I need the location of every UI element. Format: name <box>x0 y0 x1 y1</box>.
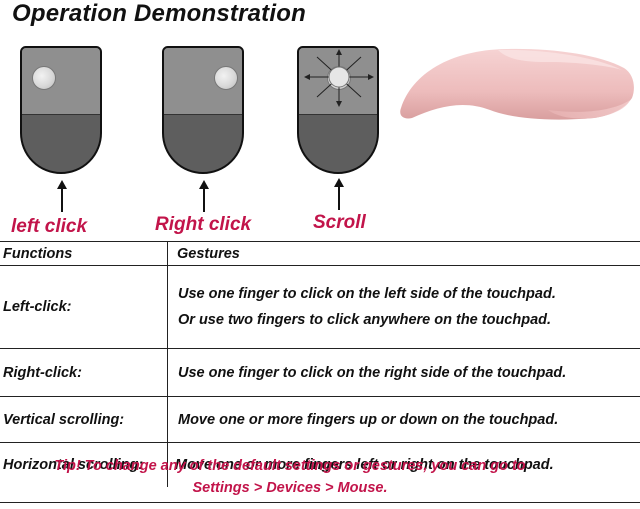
page-title: Operation Demonstration <box>12 0 306 27</box>
table-row: Horizontal scrolling: Move one or more f… <box>0 442 640 487</box>
table-row: Vertical scrolling: Move one or more fin… <box>0 396 640 443</box>
right-click-label: Right click <box>155 214 252 235</box>
function-cell: Horizontal scrolling: <box>0 442 168 487</box>
touch-point-icon <box>214 66 238 90</box>
arrow-up-icon <box>57 180 67 212</box>
divider <box>0 502 640 503</box>
function-cell: Left-click: <box>0 265 168 349</box>
gesture-cell: Move one or more fingers up or down on t… <box>167 396 640 443</box>
right-click-mouse-diagram <box>162 46 244 174</box>
gesture-cell: Use one finger to click on the left side… <box>167 265 640 349</box>
arrow-up-icon <box>334 178 344 210</box>
touch-point-icon <box>32 66 56 90</box>
tip-settings-path: Settings > Devices > Mouse. <box>192 480 388 496</box>
left-click-label: left click <box>11 216 88 237</box>
scroll-directions-icon <box>304 49 374 107</box>
table-row: Left-click: Use one finger to click on t… <box>0 265 640 349</box>
gesture-cell: Move one or more fingers left or right o… <box>175 457 554 473</box>
tip-text: Tip! To change any of the default settin… <box>54 458 526 474</box>
gestures-header: Gestures <box>167 241 640 266</box>
table-header-row: Functions Gestures <box>0 241 640 266</box>
functions-header: Functions <box>0 241 168 266</box>
arrow-up-icon <box>199 180 209 212</box>
scroll-label: Scroll <box>313 212 366 233</box>
gestures-table: Functions Gestures Left-click: Use one f… <box>0 241 640 487</box>
scroll-mouse-diagram <box>297 46 379 174</box>
table-row: Right-click: Use one finger to click on … <box>0 348 640 397</box>
pink-arc-mouse-image <box>400 48 634 120</box>
left-click-mouse-diagram <box>20 46 102 174</box>
gesture-cell: Use one finger to click on the right sid… <box>167 348 640 397</box>
function-cell: Vertical scrolling: <box>0 396 168 443</box>
function-cell: Right-click: <box>0 348 168 397</box>
